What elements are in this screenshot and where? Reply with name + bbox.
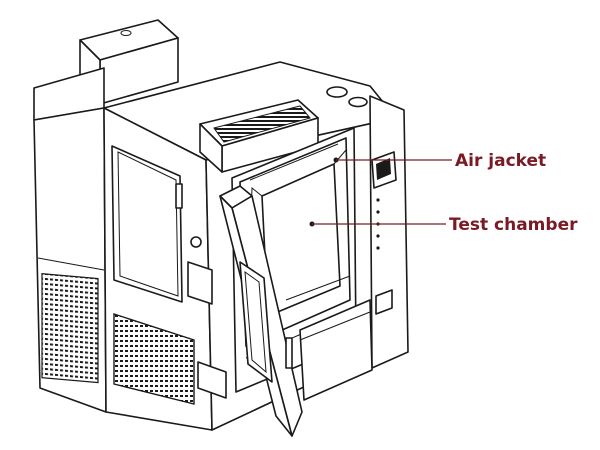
- top-knob-left: [326, 86, 348, 98]
- top-vent-box: [199, 99, 319, 173]
- side-panel: [111, 145, 213, 305]
- side-bracket: [187, 261, 213, 305]
- lower-grille: [113, 313, 227, 405]
- door-handle: [285, 337, 293, 369]
- power-switch: [375, 289, 393, 315]
- label-air-jacket: Air jacket: [455, 151, 546, 171]
- side-panel-handle: [175, 183, 183, 209]
- left-cabinet: [33, 67, 107, 413]
- leader-air-jacket: [333, 157, 452, 163]
- lower-compartment: [299, 299, 373, 401]
- top-vent-louvers: [213, 105, 311, 143]
- label-test-chamber: Test chamber: [449, 215, 578, 235]
- control-button-1: [376, 198, 380, 202]
- control-button-5: [376, 246, 380, 250]
- control-panel: [371, 151, 397, 315]
- lower-panel-box: [197, 361, 227, 399]
- top-knob-right: [348, 96, 368, 108]
- top-housing-hole: [120, 30, 132, 36]
- open-door: [219, 185, 303, 437]
- leader-test-chamber: [309, 221, 446, 227]
- control-button-2: [376, 210, 380, 214]
- control-button-4: [376, 234, 380, 238]
- left-grille: [41, 273, 99, 384]
- side-indicator: [190, 236, 202, 248]
